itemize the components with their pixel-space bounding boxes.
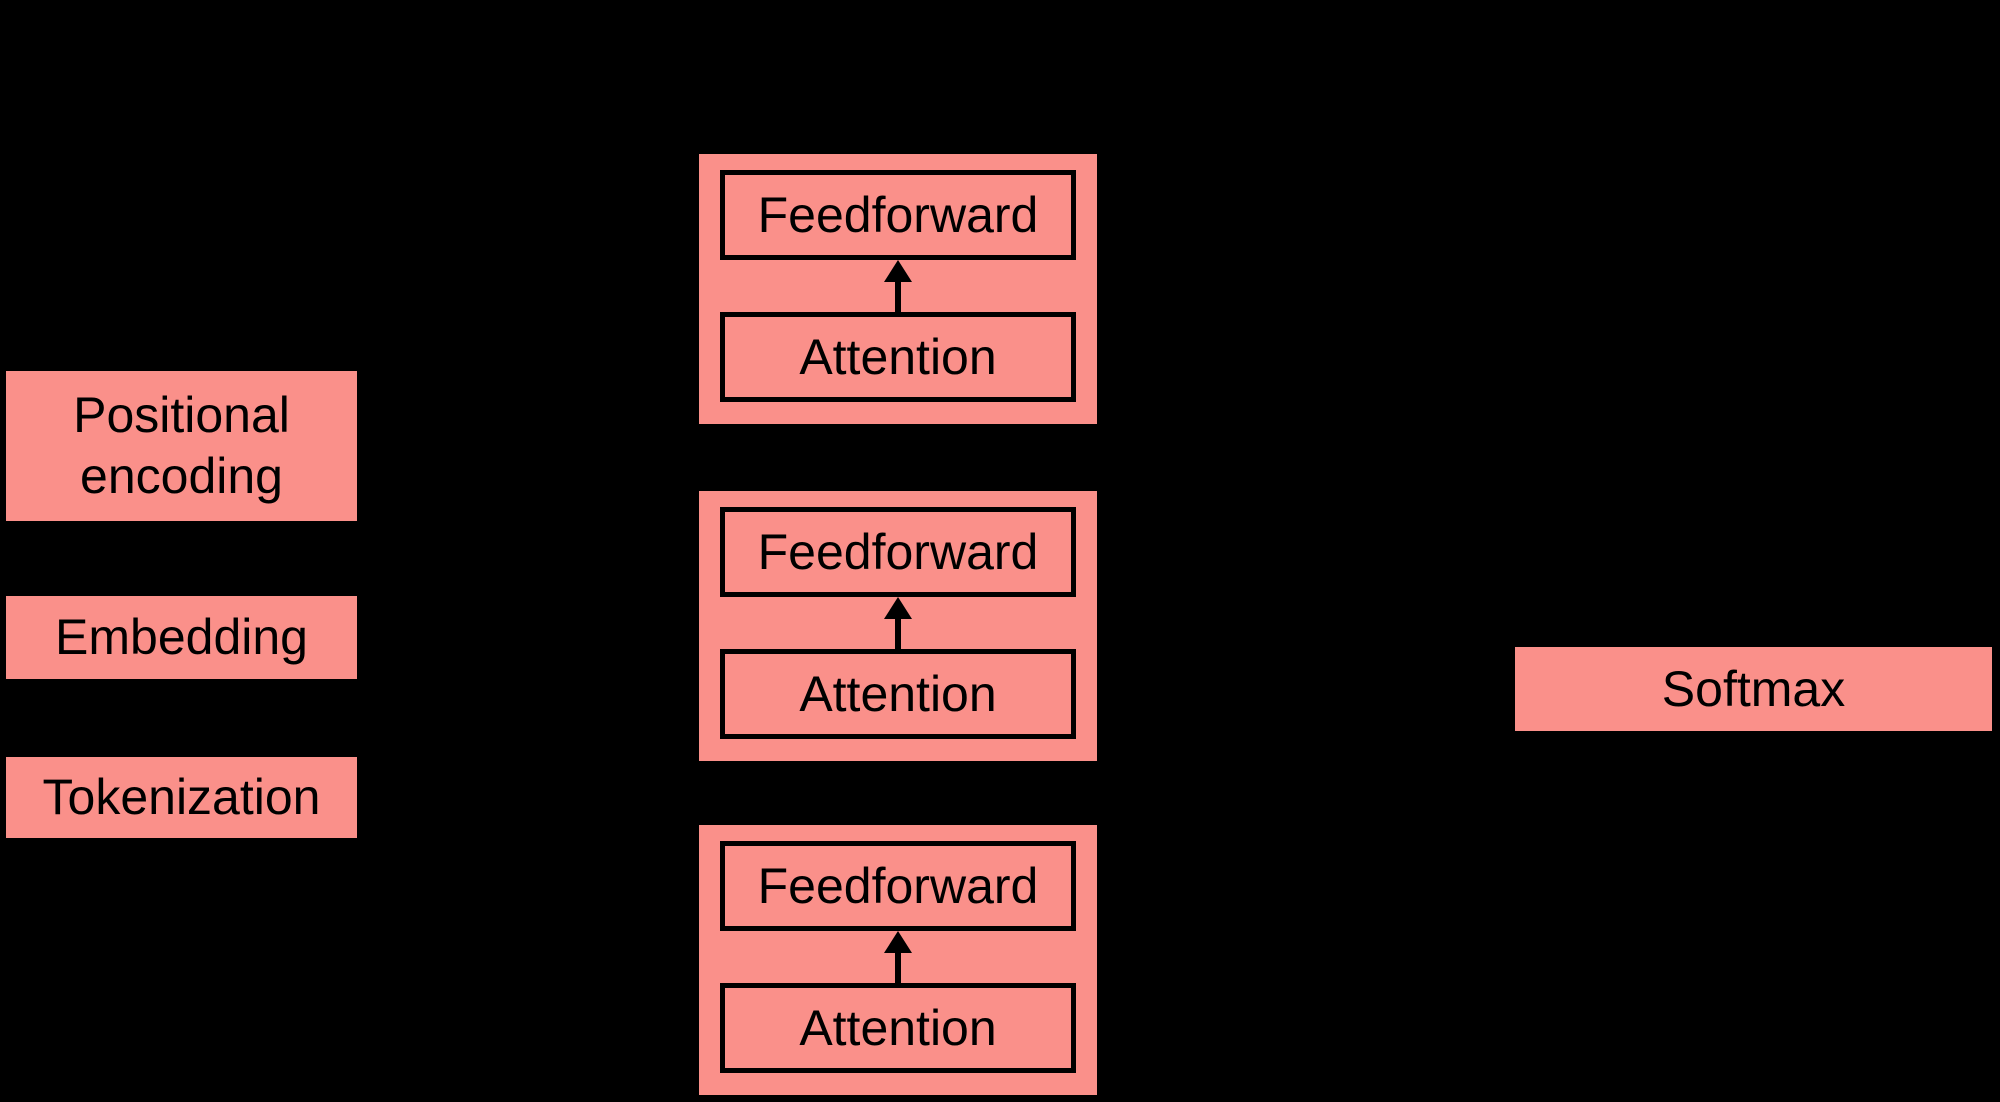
feedforward-label: Feedforward (757, 858, 1039, 914)
attention-label: Attention (799, 1000, 997, 1056)
softmax-label: Softmax (1661, 660, 1846, 717)
embedding-box: Embedding (6, 596, 357, 679)
attention-label: Attention (799, 329, 997, 385)
feedforward-box: Feedforward (720, 507, 1076, 597)
arrow-head (884, 597, 912, 619)
transformer-block-3: Feedforward Attention (699, 825, 1097, 1095)
arrow-stem (895, 619, 901, 649)
tokenization-box: Tokenization (6, 757, 357, 838)
positional-encoding-box: Positional encoding (6, 371, 357, 521)
transformer-block-2: Feedforward Attention (699, 491, 1097, 761)
up-arrow-icon (699, 597, 1097, 649)
attention-label: Attention (799, 666, 997, 722)
attention-box: Attention (720, 649, 1076, 739)
attention-box: Attention (720, 312, 1076, 402)
feedforward-label: Feedforward (757, 524, 1039, 580)
feedforward-box: Feedforward (720, 170, 1076, 260)
attention-box: Attention (720, 983, 1076, 1073)
up-arrow-icon (699, 260, 1097, 312)
feedforward-box: Feedforward (720, 841, 1076, 931)
embedding-label: Embedding (55, 609, 308, 665)
tokenization-label: Tokenization (42, 769, 321, 825)
arrow-head (884, 260, 912, 282)
transformer-block-1: Feedforward Attention (699, 154, 1097, 424)
arrow-stem (895, 953, 901, 983)
softmax-box: Softmax (1515, 647, 1992, 731)
feedforward-label: Feedforward (757, 187, 1039, 243)
arrow-head (884, 931, 912, 953)
positional-encoding-label: Positional encoding (73, 387, 290, 504)
up-arrow-icon (699, 931, 1097, 983)
arrow-stem (895, 282, 901, 312)
